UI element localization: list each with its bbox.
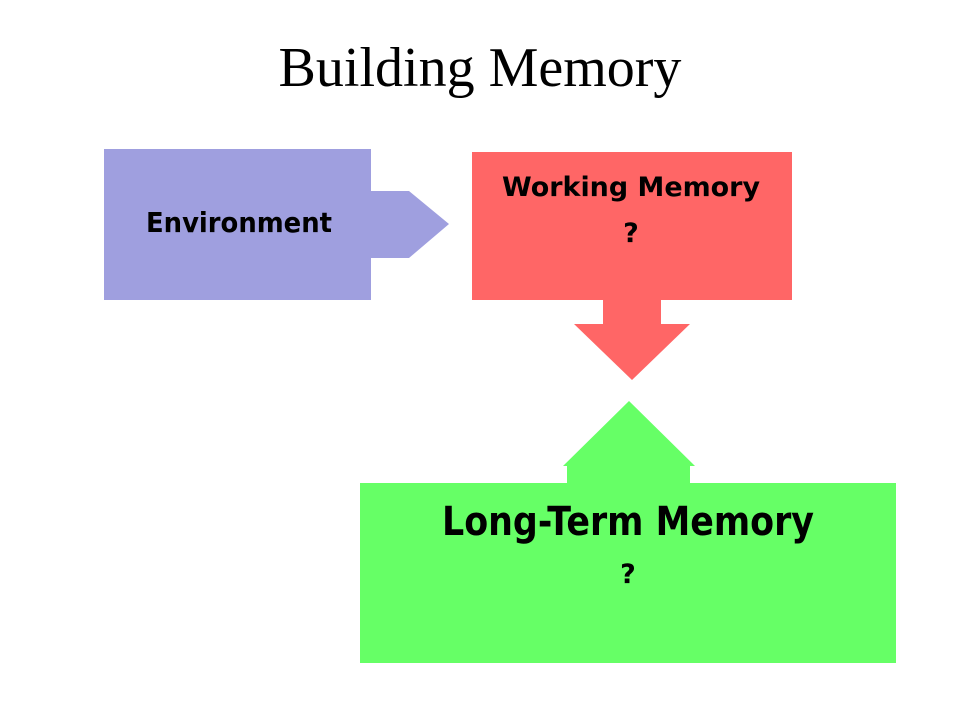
working-memory-node (472, 152, 792, 380)
working-memory-question: ? (623, 218, 639, 249)
long-term-memory-node (360, 401, 896, 663)
environment-label: Environment (146, 206, 332, 239)
working-memory-label: Working Memory (502, 172, 760, 203)
long-term-memory-question: ? (620, 559, 636, 590)
environment-node (104, 149, 449, 300)
page-title: Building Memory (278, 37, 682, 99)
long-term-memory-label: Long-Term Memory (442, 499, 814, 545)
